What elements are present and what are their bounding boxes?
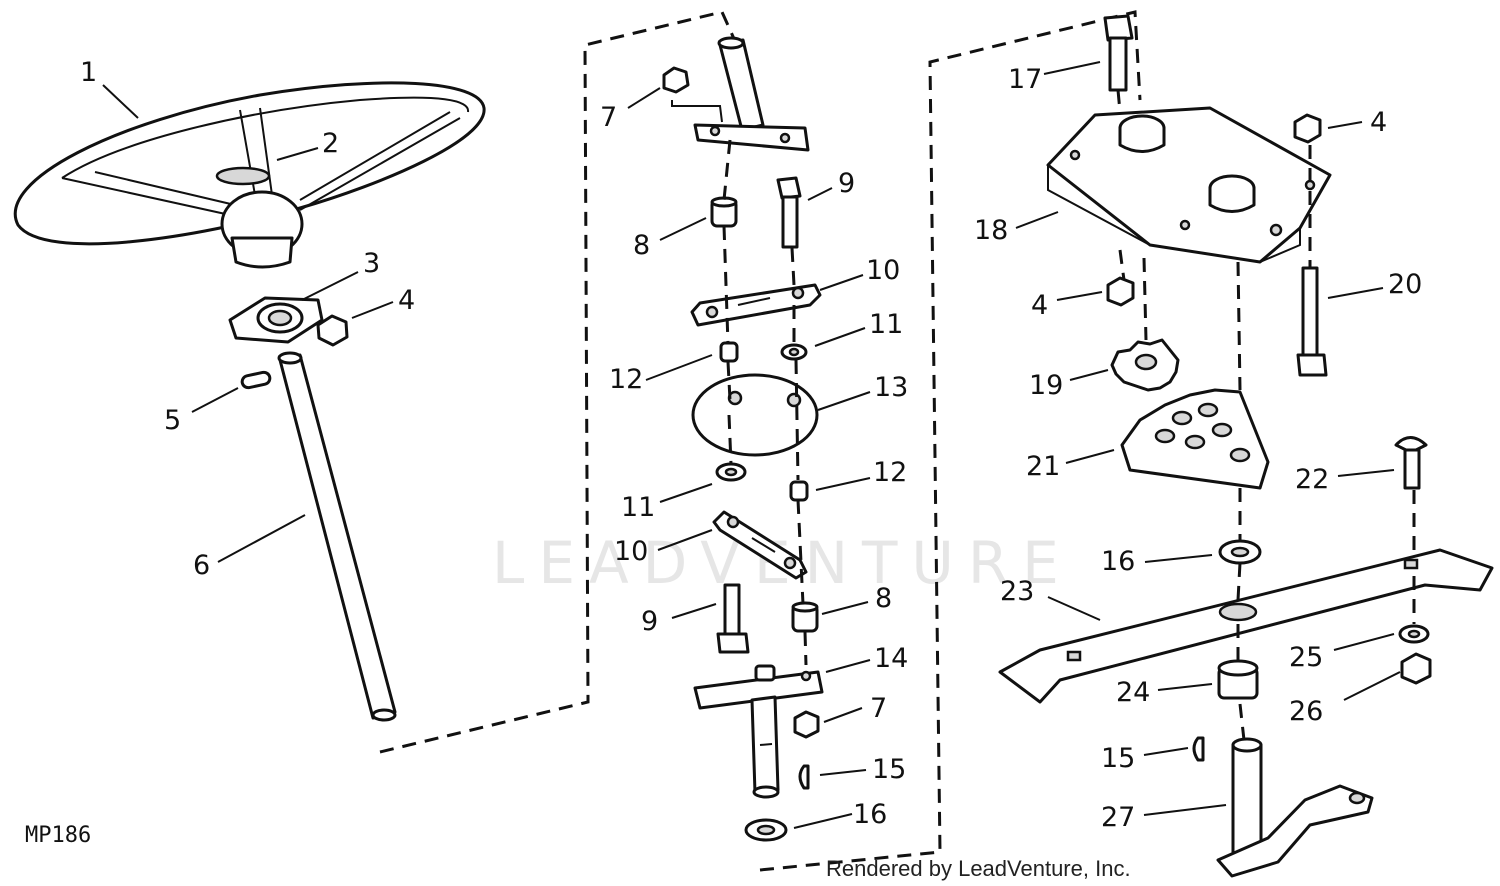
callout-16-right: 16 — [1101, 546, 1135, 577]
steering-plate-disc — [691, 373, 819, 457]
steering-wheel-bushing — [228, 296, 324, 344]
credit-line: Rendered by LeadVenture, Inc. — [826, 856, 1131, 881]
callout-12-lower: 12 — [873, 457, 907, 488]
spindle-arm — [1216, 737, 1374, 878]
bolt-lower — [716, 583, 750, 654]
spring-pin — [240, 370, 272, 390]
callout-15-right: 15 — [1101, 743, 1135, 774]
callout-20: 20 — [1388, 269, 1422, 300]
callout-4-under-plate: 4 — [1031, 290, 1048, 321]
nut-right — [1293, 113, 1322, 144]
hex-nut — [316, 314, 349, 347]
nut-under-plate — [1106, 276, 1135, 307]
figure-code: MP186 — [25, 823, 91, 848]
dashed-frame-right — [759, 10, 1142, 872]
dashed-link — [671, 100, 723, 123]
link-plate-lower — [712, 510, 808, 580]
carriage-bolt-right — [1394, 436, 1428, 490]
callout-9-lower: 9 — [641, 606, 658, 637]
callout-4: 4 — [398, 285, 415, 316]
sector-gear — [1120, 388, 1270, 490]
callout-7: 7 — [600, 102, 617, 133]
callout-10: 10 — [866, 255, 900, 286]
callout-24: 24 — [1116, 677, 1150, 708]
bolt-upper — [776, 176, 802, 249]
nut-lower — [793, 710, 820, 739]
lock-washer — [1398, 624, 1430, 644]
callout-27: 27 — [1101, 802, 1135, 833]
callout-18: 18 — [974, 215, 1008, 246]
callout-12: 12 — [609, 364, 643, 395]
callout-15: 15 — [872, 754, 906, 785]
callout-5: 5 — [164, 405, 181, 436]
link-plate-upper — [690, 283, 822, 327]
callout-25: 25 — [1289, 642, 1323, 673]
callout-16: 16 — [853, 799, 887, 830]
drag-link — [998, 548, 1494, 704]
washer-upper — [780, 343, 808, 361]
mounting-plate — [1046, 106, 1332, 264]
lower-shaft-bracket — [693, 664, 824, 799]
lock-nut — [1400, 652, 1432, 685]
flange-bushing — [1217, 659, 1259, 700]
callout-1: 1 — [80, 57, 97, 88]
callout-10-lower: 10 — [614, 536, 648, 567]
bushing-lower — [789, 480, 809, 502]
steering-shaft — [277, 351, 397, 722]
spacer-lower — [791, 601, 819, 633]
woodruff-key-mid — [798, 764, 810, 790]
callout-14: 14 — [874, 643, 908, 674]
woodruff-key-right — [1192, 736, 1205, 762]
carriage-bolt-top — [1103, 14, 1134, 92]
callout-21: 21 — [1026, 451, 1060, 482]
nut-upper — [662, 66, 690, 94]
thrust-washer-mid — [744, 818, 788, 842]
callout-17: 17 — [1008, 64, 1042, 95]
callout-leaders — [102, 61, 1401, 829]
callout-22: 22 — [1295, 464, 1329, 495]
dashed-frame-left — [379, 10, 750, 754]
upper-shaft-bracket — [693, 36, 810, 152]
callout-2: 2 — [322, 128, 339, 159]
callout-8: 8 — [633, 230, 650, 261]
callout-26: 26 — [1289, 696, 1323, 727]
callout-9: 9 — [838, 168, 855, 199]
pinion-gear — [1110, 338, 1180, 392]
callout-6: 6 — [193, 550, 210, 581]
callout-19: 19 — [1029, 370, 1063, 401]
callout-11-lower: 11 — [621, 492, 655, 523]
callout-11: 11 — [869, 309, 903, 340]
thrust-washer-right — [1218, 539, 1262, 565]
callout-3: 3 — [363, 248, 380, 279]
washer-lower — [715, 462, 747, 482]
callout-8-lower: 8 — [875, 583, 892, 614]
alignment-lines — [722, 89, 1416, 741]
steering-wheel — [14, 81, 486, 269]
callout-labels: 1 2 3 4 5 6 7 8 9 10 11 12 13 11 12 10 9… — [80, 57, 1422, 833]
spacer-upper — [710, 196, 738, 228]
callout-4-right: 4 — [1370, 107, 1387, 138]
bushing-upper — [719, 341, 739, 363]
callout-7-lower: 7 — [870, 693, 887, 724]
callout-23: 23 — [1000, 576, 1034, 607]
bolt-long — [1296, 266, 1328, 377]
callout-13: 13 — [874, 372, 908, 403]
